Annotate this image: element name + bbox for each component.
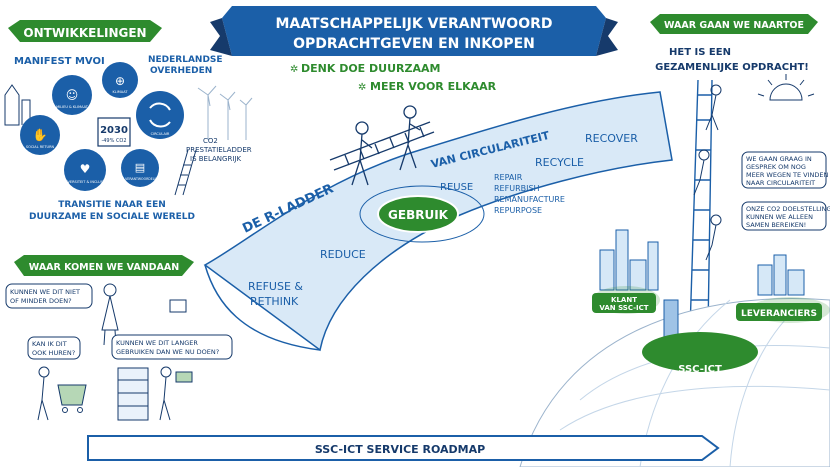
manifest-label: MANIFEST MVOI	[14, 56, 105, 67]
circle-label-milieu: MILIEU & KLIMAAT	[56, 105, 89, 109]
slogan-2: MEER VOOR ELKAAR	[370, 80, 497, 93]
gezamenlijk-line-1: HET IS EEN	[669, 47, 731, 58]
leveranciers-label: LEVERANCIERS	[741, 309, 817, 319]
speech-bubble-right-2	[741, 201, 827, 231]
people-carrying-ladder-icon	[329, 105, 435, 186]
title-line-1: MAATSCHAPPELIJK VERANTWOORD	[275, 16, 552, 32]
man-with-laptop-icon	[159, 366, 193, 421]
handshake-icon: ✋	[33, 128, 48, 142]
rb2-line-3: SAMEN BEREIKEN!	[746, 221, 806, 229]
bubble1-line-2: OF MINDER DOEN?	[10, 297, 72, 305]
r-ladder-road: GEBRUIK DE R-LADDER VAN CIRCULARITEIT RE…	[203, 91, 673, 352]
circle-label-diversiteit: DIVERSITEIT & INCLUSIE	[64, 180, 106, 184]
refuse-line-1: REFUSE &	[248, 280, 303, 293]
rb2-line-1: ONZE CO2 DOELSTELLING	[746, 205, 830, 213]
ontwikkelingen-banner: ONTWIKKELINGEN	[8, 20, 162, 42]
recycle-label: RECYCLE	[535, 156, 584, 169]
bubble3-line-1: KUNNEN WE DIT LANGER	[116, 339, 198, 347]
repurpose-item: REPURPOSE	[494, 206, 542, 215]
circle-label-klimaat: KLIMAAT	[112, 90, 128, 94]
gebruik-ellipse	[377, 195, 459, 233]
speech-bubble-right-1	[741, 151, 827, 189]
waar-gaan-title: WAAR GAAN WE NAARTOE	[664, 20, 804, 31]
waar-komen-title: WAAR KOMEN WE VANDAAN	[29, 262, 179, 273]
sscict-label: SSC-ICT	[678, 364, 722, 375]
gezamenlijk-line-2: GEZAMENLIJKE OPDRACHT!	[655, 62, 809, 73]
sun-icon	[757, 74, 815, 101]
klimaat-circle	[102, 62, 138, 98]
repair-item: REPAIR	[494, 173, 523, 182]
rb1-line-1: WE GAAN GRAAG IN	[746, 155, 812, 163]
slogans: ✲ DENK DOE DUURZAAM ✲ MEER VOOR ELKAAR	[290, 62, 497, 93]
refurbish-item: REFURBISH	[494, 184, 540, 193]
calendar-icon	[97, 117, 131, 147]
climbing-people-icon	[693, 84, 722, 261]
recover-label: RECOVER	[585, 132, 638, 145]
co2-line-2: PRESTATIELADDER	[186, 146, 252, 154]
social-return-circle	[20, 115, 60, 155]
rb2-line-2: KUNNEN WE ALLEEN	[746, 213, 813, 221]
bubble1-line-1: KUNNEN WE DIT NIET	[10, 288, 80, 296]
people-icon: ☺	[66, 88, 79, 102]
gebruik-label: GEBRUIK	[388, 208, 449, 222]
waar-komen-banner: WAAR KOMEN WE VANDAAN	[14, 255, 194, 276]
overheden-line-2: OVERHEDEN	[150, 66, 212, 76]
shopping-cart-icon	[37, 366, 87, 421]
bubble2-line-1: KAN IK DIT	[32, 340, 67, 348]
circle-label-circulair: CIRCULAIR	[151, 132, 170, 136]
reduce-label: REDUCE	[320, 248, 366, 261]
globe-icon: ⊕	[115, 74, 125, 88]
slogan-1: DENK DOE DUURZAAM	[301, 62, 440, 75]
speech-bubble-3	[111, 334, 233, 360]
speech-bubble-1	[5, 283, 93, 309]
transitie-line-2: DUURZAME EN SOCIALE WERELD	[29, 212, 195, 222]
small-ladder-icon	[174, 149, 197, 196]
rb1-line-3: MEER WEGEN TE VINDEN	[746, 171, 828, 179]
keten-circle	[121, 149, 159, 187]
klant-line-2: VAN SSC-ICT	[599, 304, 648, 312]
title-line-2: OPDRACHTGEVEN EN INKOPEN	[293, 36, 535, 52]
rb1-line-2: GESPREK OM NOG	[746, 163, 806, 171]
co2-line-3: IS BELANGRIJK	[190, 155, 241, 163]
roadmap-title: SSC-ICT SERVICE ROADMAP	[315, 443, 485, 456]
leveranciers-badge	[736, 303, 822, 321]
star-icon: ✲	[290, 64, 298, 75]
theme-circles: ☺ MILIEU & KLIMAAT ⊕ KLIMAAT CIRCULAIR ✋…	[20, 62, 184, 191]
wind-turbine-icon	[197, 85, 253, 140]
speech-bubble-2	[27, 336, 81, 360]
remanufacture-item: REMANUFACTURE	[494, 195, 565, 204]
klant-badge	[592, 293, 656, 313]
ontwikkelingen-title: ONTWIKKELINGEN	[23, 26, 146, 40]
heart-icon: ♥	[80, 162, 91, 176]
circulair-circle	[136, 91, 184, 139]
circle-label-social: SOCIAL RETURN	[26, 145, 55, 149]
tall-ladder-icon	[689, 79, 713, 331]
reuse-label: REUSE	[440, 182, 473, 193]
transitie-line-1: TRANSITIE NAAR EEN	[58, 200, 166, 210]
calendar-sub: -49% CO2	[101, 138, 126, 144]
waar-gaan-banner: WAAR GAAN WE NAARTOE	[650, 14, 818, 34]
circle-label-keten: KETEN VERANTWOORDELIJKHEID	[114, 177, 167, 181]
server-rack-icon	[117, 367, 149, 421]
city-buildings-icon	[599, 229, 805, 351]
bubble3-line-2: GEBRUIKEN DAN WE NU DOEN?	[116, 348, 219, 356]
overheden-line-1: NEDERLANDSE	[148, 55, 223, 65]
milieu-circle	[52, 75, 92, 115]
refuse-line-2: RETHINK	[250, 295, 299, 308]
star-icon: ✲	[358, 82, 366, 93]
bubble2-line-2: OOK HUREN?	[32, 349, 75, 357]
rb1-line-4: NAAR CIRCULARITEIT	[746, 179, 815, 187]
title-ribbon: MAATSCHAPPELIJK VERANTWOORD OPDRACHTGEVE…	[210, 6, 618, 56]
diversiteit-circle	[64, 149, 106, 191]
recycle-icon	[149, 102, 171, 128]
building-icon	[4, 84, 31, 126]
roadmap-footer: SSC-ICT SERVICE ROADMAP	[87, 435, 720, 461]
co2-line-1: CO2	[203, 137, 218, 145]
document-icon: ▤	[135, 161, 145, 174]
klant-line-1: KLANT	[611, 296, 637, 304]
calendar-year: 2030	[100, 125, 128, 136]
